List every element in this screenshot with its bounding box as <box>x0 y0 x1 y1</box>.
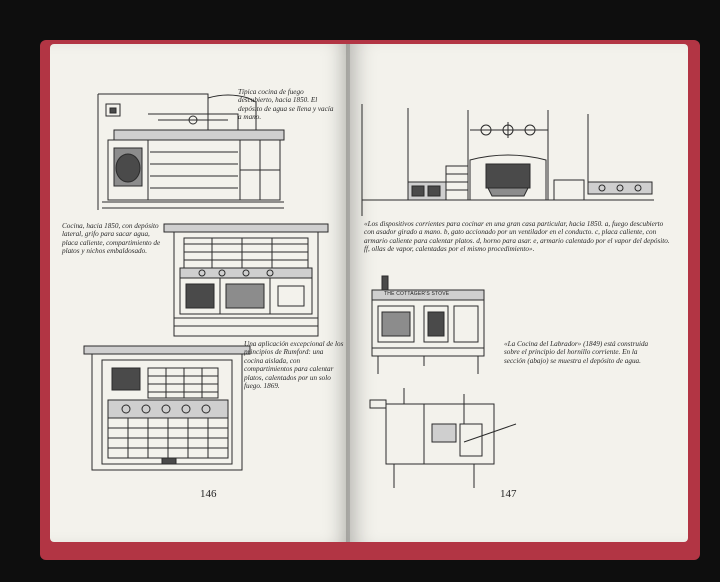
illustration-stove-section <box>369 388 517 488</box>
caption-fig3: Una aplicación excepcional de los princi… <box>244 340 344 391</box>
illustration-kitchen-range-1850 <box>163 223 329 337</box>
illustration-rumford-range-1869 <box>83 345 251 471</box>
illustration-large-house-kitchen <box>361 104 654 216</box>
caption-fig1-right: «Los dispositivos corrientes para cocina… <box>364 220 670 254</box>
caption-fig2-right: «La Cocina del Labrador» (1849) está con… <box>504 340 649 365</box>
left-page: Típica cocina de fuego descubierto, haci… <box>50 44 350 542</box>
right-page: «Los dispositivos corrientes para cocina… <box>350 44 688 542</box>
illustration-cottagers-stove <box>371 275 485 374</box>
stove-sign: THE COTTAGER'S STOVE <box>384 291 450 297</box>
page-number-left: 146 <box>200 488 217 500</box>
caption-fig2: Cocina, hacia 1850, con depósito lateral… <box>62 222 161 256</box>
caption-fig1: Típica cocina de fuego descubierto, haci… <box>238 88 334 122</box>
illustration-open-fire-range <box>97 93 285 210</box>
page-number-right: 147 <box>500 488 517 500</box>
